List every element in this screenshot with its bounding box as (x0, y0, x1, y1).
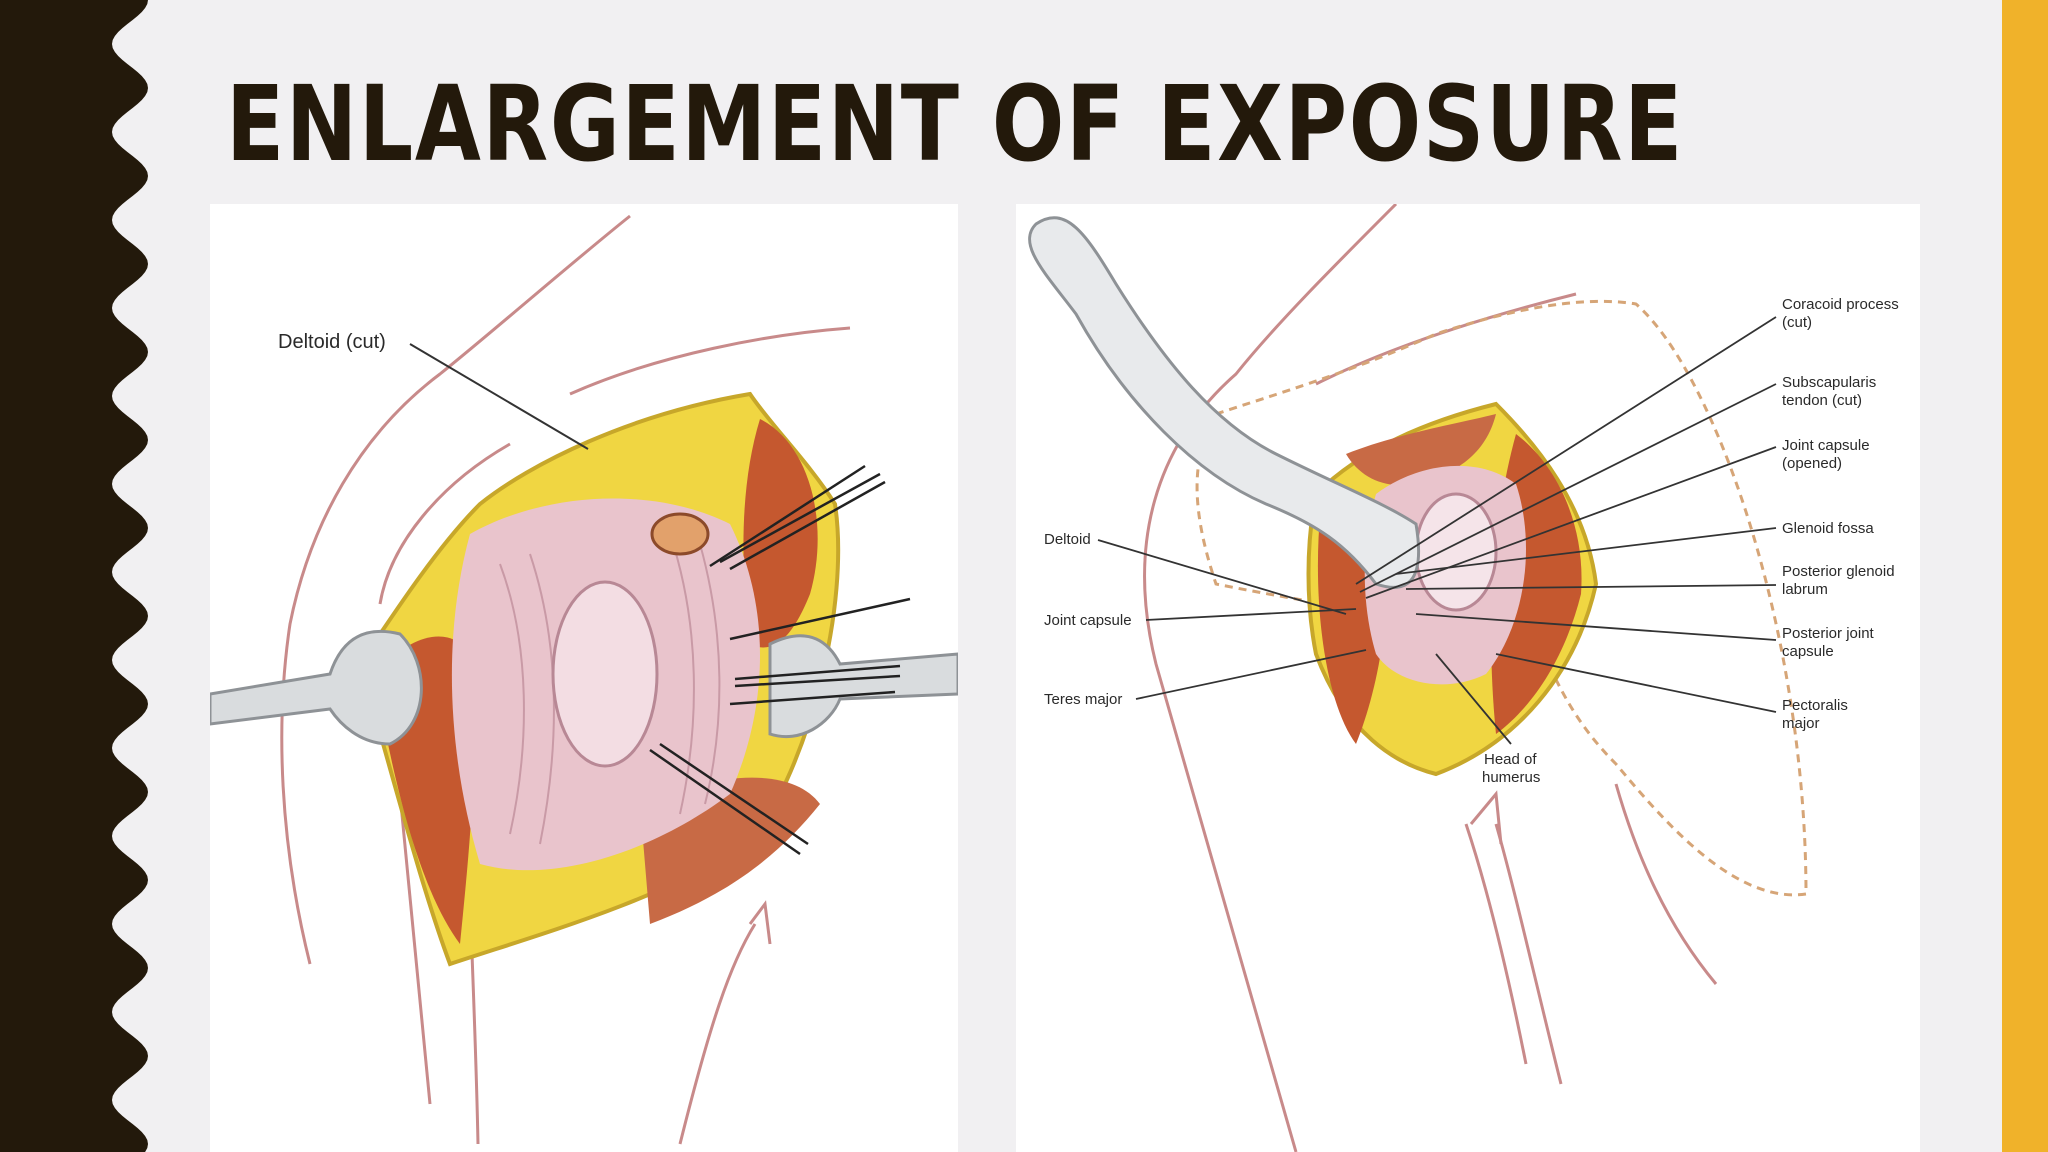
right-scapula-dashed-outline (1195, 299, 1808, 897)
label-subscap-1: Subscapularis (1782, 374, 1876, 391)
label-post-glenoid-1: Posterior glenoid (1782, 563, 1895, 580)
left-retractor-left (210, 629, 423, 746)
left-body-outline (280, 214, 851, 1145)
right-leader-lines (1097, 316, 1777, 745)
right-surgical-illustration: Coracoid process (cut) Subscapularis ten… (1028, 204, 1899, 1152)
label-post-joint-1: Posterior joint (1782, 625, 1875, 642)
label-coracoid-2: (cut) (1782, 314, 1812, 331)
slide-title: ENLARGEMENT OF EXPOSURE (226, 63, 1684, 185)
left-capsule-texture (499, 533, 721, 845)
left-retractor-right (768, 634, 958, 739)
label-head-2: humerus (1482, 769, 1540, 786)
label-post-joint-2: capsule (1782, 643, 1834, 660)
label-jointcap-opened-2: (opened) (1782, 455, 1842, 472)
label-deltoid: Deltoid (1044, 531, 1091, 548)
left-glenoid (551, 580, 659, 768)
wavy-band-shape (0, 0, 148, 1152)
right-retractor (1028, 216, 1421, 589)
left-decorative-band (0, 0, 148, 1152)
label-jointcap-opened-1: Joint capsule (1782, 437, 1870, 454)
left-suture-lines (649, 464, 911, 856)
left-illustration-panel: Deltoid (cut) (210, 204, 958, 1152)
left-coracoid-stump (650, 512, 710, 556)
label-deltoid-cut: Deltoid (cut) (278, 331, 386, 353)
right-accent-bar (2002, 0, 2048, 1152)
label-head-1: Head of (1484, 751, 1537, 768)
label-post-glenoid-2: labrum (1782, 581, 1828, 598)
label-glenoid-fossa: Glenoid fossa (1782, 520, 1874, 537)
label-teres-major: Teres major (1044, 691, 1122, 708)
left-deltoid-leader (409, 343, 589, 450)
label-coracoid-1: Coracoid process (1782, 296, 1899, 313)
right-upper-muscle (1346, 414, 1496, 486)
label-joint-capsule: Joint capsule (1044, 612, 1132, 629)
left-deltoid-muscle-right (743, 419, 818, 648)
label-pectoralis-2: major (1782, 715, 1820, 732)
right-illustration-panel: Coracoid process (cut) Subscapularis ten… (1016, 204, 1920, 1152)
label-subscap-2: tendon (cut) (1782, 392, 1862, 409)
right-glenoid-fossa (1414, 492, 1498, 612)
label-pectoralis-1: Pectoralis (1782, 697, 1848, 714)
left-surgical-illustration: Deltoid (cut) (210, 214, 958, 1145)
